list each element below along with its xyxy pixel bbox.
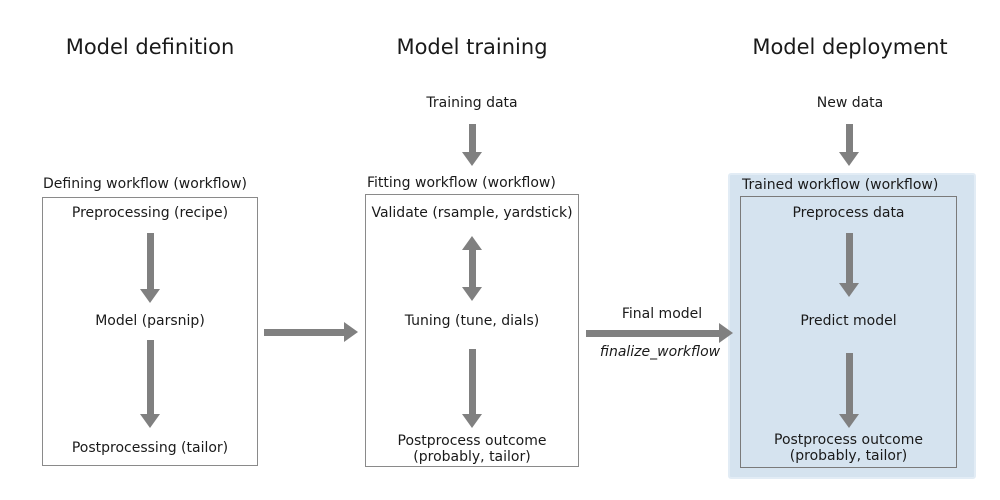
new-data-label: New data [816,95,884,111]
step-validate-rsample-yardstick: Validate (rsample, yardstick) [371,205,573,221]
arrow-down-icon [462,152,482,166]
step-preprocess-data: Preprocess data [792,205,905,221]
arrow-up-icon [462,236,482,250]
arrow-shaft [146,340,154,414]
arrow-down-icon [839,152,859,166]
arrow-shaft [468,349,476,414]
arrow-right-icon [719,323,733,343]
title-model-training: Model training [396,35,548,59]
arrow-shaft [845,353,853,414]
step-preprocessing-recipe: Preprocessing (recipe) [71,205,229,221]
arrow-down-icon [140,414,160,428]
finalize-workflow-label: finalize_workflow [599,344,721,360]
training-data-label: Training data [426,95,518,111]
arrow-shaft [845,124,853,152]
arrow-down-icon [140,289,160,303]
trained-workflow-inner-box [740,196,957,468]
step-tuning-tune-dials: Tuning (tune, dials) [404,313,540,329]
trained-workflow-panel [728,173,976,479]
arrow-right-icon [344,322,358,342]
final-model-label: Final model [621,306,703,322]
defining-workflow-label: Defining workflow (workflow) [43,176,247,192]
step-postprocess-outcome-deployment: Postprocess outcome (probably, tailor) [774,432,923,464]
fitting-workflow-label: Fitting workflow (workflow) [367,175,556,191]
step-postprocessing-tailor: Postprocessing (tailor) [71,440,229,456]
arrow-shaft [146,233,154,289]
arrow-shaft [845,233,853,283]
trained-workflow-label: Trained workflow (workflow) [742,177,939,193]
step-postprocess-outcome-training: Postprocess outcome (probably, tailor) [397,433,547,465]
title-model-definition: Model definition [65,35,235,59]
step-predict-model: Predict model [800,313,897,329]
arrow-down-icon [839,414,859,428]
arrow-down-icon [839,283,859,297]
arrow-shaft [264,328,344,336]
arrow-shaft [468,250,476,287]
arrow-shaft [468,124,476,152]
step-model-parsnip: Model (parsnip) [95,313,205,329]
arrow-down-icon [462,414,482,428]
arrow-down-icon [462,287,482,301]
arrow-shaft [586,329,719,337]
title-model-deployment: Model deployment [752,35,948,59]
